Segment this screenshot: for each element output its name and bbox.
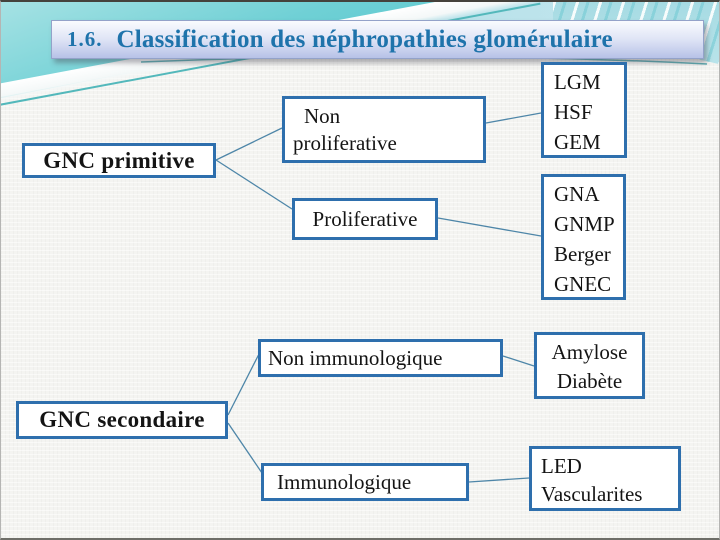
- node-line: GNA: [554, 182, 600, 206]
- node-line: LGM: [554, 70, 601, 94]
- node-label: Immunologique: [277, 469, 412, 494]
- connector-line: [215, 159, 293, 210]
- connector-line: [502, 355, 535, 367]
- connector-line: [437, 217, 542, 237]
- node-proliferative: Proliferative: [292, 198, 438, 240]
- node-line: Amylose: [551, 340, 628, 364]
- node-line: GNEC: [554, 272, 612, 296]
- node-line: Diabète: [556, 369, 623, 393]
- node-label: Non immunologique: [268, 345, 443, 370]
- connector-line: [215, 127, 283, 161]
- node-line: proliferative: [293, 131, 397, 155]
- connector-line: [468, 477, 530, 483]
- node-non-immunologique: Non immunologique: [258, 339, 503, 377]
- node-line: LED: [541, 454, 582, 478]
- node-line: HSF: [554, 100, 593, 124]
- node-label: GNC primitive: [43, 147, 195, 173]
- node-line: Berger: [554, 242, 611, 266]
- node-immunologique: Immunologique: [261, 463, 469, 501]
- node-line: GNMP: [554, 212, 615, 236]
- slide-title-bar: 1.6. Classification des néphropathies gl…: [51, 20, 704, 59]
- node-led-vascularites: LED Vascularites: [529, 446, 681, 511]
- node-non-proliferative: Non proliferative: [282, 96, 486, 163]
- title-section-number: 1.6.: [67, 27, 103, 51]
- node-gnc-primitive: GNC primitive: [22, 143, 216, 178]
- node-gna-gnmp-berger-gnec: GNA GNMP Berger GNEC: [541, 174, 626, 300]
- node-label: GNC secondaire: [39, 407, 205, 432]
- connector-line: [485, 112, 542, 124]
- connector-line: [227, 353, 260, 416]
- node-line: Vascularites: [541, 482, 643, 506]
- node-lgm-hsf-gem: LGM HSF GEM: [541, 62, 627, 158]
- node-line: Non: [304, 104, 341, 128]
- connector-line: [227, 422, 263, 474]
- page-title: Classification des néphropathies gloméru…: [116, 25, 613, 53]
- node-amylose-diabete: Amylose Diabète: [534, 332, 645, 399]
- node-line: GEM: [554, 130, 601, 154]
- node-gnc-secondaire: GNC secondaire: [16, 401, 228, 439]
- node-label: Proliferative: [312, 206, 418, 231]
